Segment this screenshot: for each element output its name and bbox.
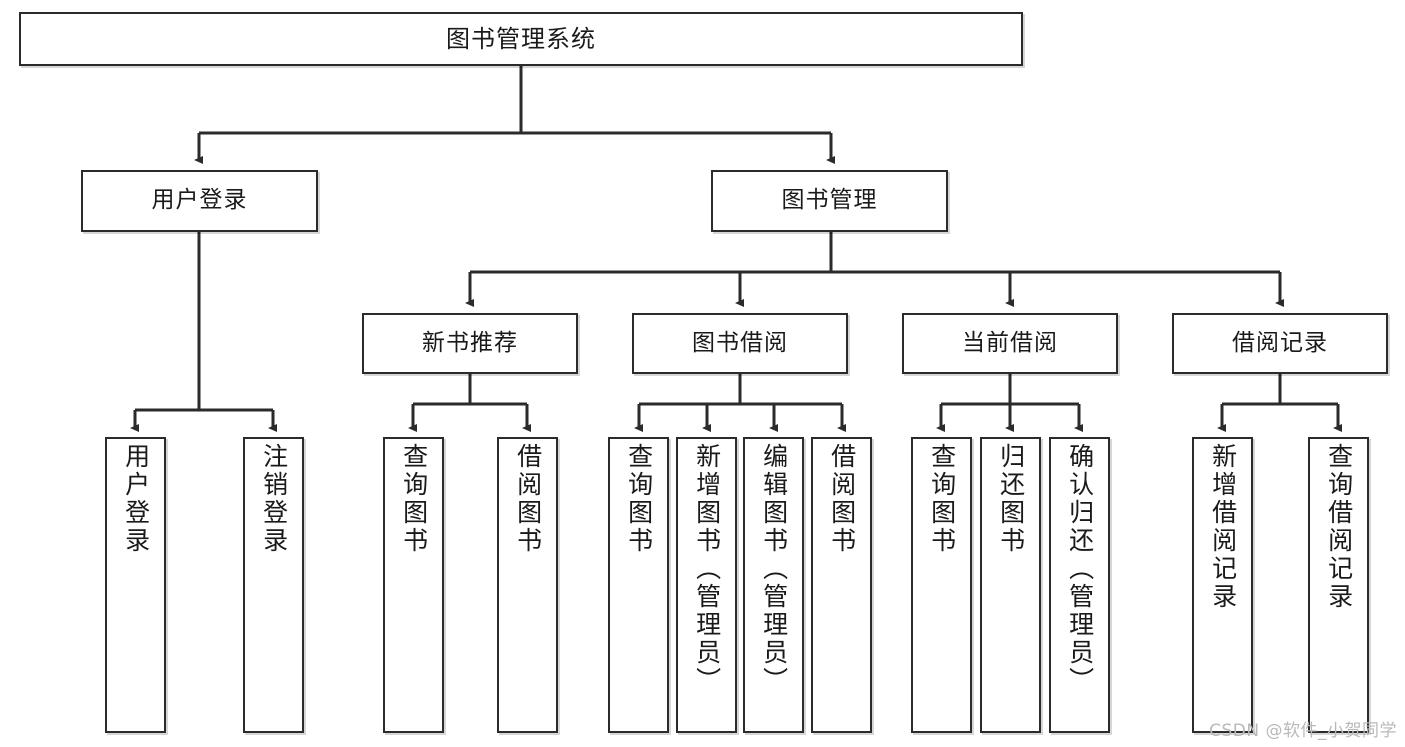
node-book-management[interactable]: 图书管理: [711, 170, 948, 232]
leaf-book-borrow-add[interactable]: 新增图书（管理员）: [676, 437, 737, 733]
node-label: 借阅图书: [827, 443, 857, 555]
leaf-new-book-query[interactable]: 查询图书: [383, 437, 444, 733]
node-label: 确认归还（管理员）: [1065, 443, 1095, 695]
node-label: 查询图书: [399, 443, 429, 555]
csdn-watermark: CSDN @软件_小贺同学: [1209, 721, 1397, 741]
node-label: 图书管理系统: [446, 24, 596, 53]
node-label: 用户登录: [121, 443, 151, 555]
node-label: 编辑图书（管理员）: [759, 443, 789, 695]
node-label: 新书推荐: [422, 329, 518, 356]
node-current-borrow[interactable]: 当前借阅: [902, 313, 1118, 374]
leaf-book-borrow-lend[interactable]: 借阅图书: [811, 437, 872, 733]
leaf-book-borrow-edit[interactable]: 编辑图书（管理员）: [743, 437, 804, 733]
node-label: 新增借阅记录: [1208, 443, 1238, 611]
leaf-user-login-signout[interactable]: 注销登录: [243, 437, 304, 733]
node-label: 图书管理: [781, 187, 878, 214]
leaf-current-borrow-query[interactable]: 查询图书: [911, 437, 972, 733]
node-label: 查询图书: [927, 443, 957, 555]
node-label: 查询借阅记录: [1324, 443, 1354, 611]
leaf-current-borrow-confirm-return[interactable]: 确认归还（管理员）: [1049, 437, 1110, 733]
node-label: 图书借阅: [692, 329, 788, 356]
node-user-login[interactable]: 用户登录: [81, 170, 318, 232]
leaf-current-borrow-return[interactable]: 归还图书: [980, 437, 1041, 733]
node-label: 用户登录: [151, 187, 248, 214]
node-label: 当前借阅: [962, 329, 1058, 356]
node-label: 归还图书: [996, 443, 1026, 555]
node-root-system[interactable]: 图书管理系统: [19, 12, 1023, 66]
node-book-borrow[interactable]: 图书借阅: [632, 313, 848, 374]
leaf-book-borrow-query[interactable]: 查询图书: [608, 437, 669, 733]
node-label: 借阅图书: [513, 443, 543, 555]
leaf-user-login-signin[interactable]: 用户登录: [105, 437, 166, 733]
leaf-borrow-record-query[interactable]: 查询借阅记录: [1308, 437, 1369, 733]
leaf-new-book-borrow[interactable]: 借阅图书: [497, 437, 558, 733]
node-new-book-recommend[interactable]: 新书推荐: [362, 313, 578, 374]
node-label: 新增图书（管理员）: [692, 443, 722, 695]
node-borrow-record[interactable]: 借阅记录: [1172, 313, 1388, 374]
node-label: 借阅记录: [1232, 329, 1328, 356]
leaf-borrow-record-add[interactable]: 新增借阅记录: [1192, 437, 1253, 733]
node-label: 查询图书: [624, 443, 654, 555]
node-label: 注销登录: [259, 443, 289, 555]
